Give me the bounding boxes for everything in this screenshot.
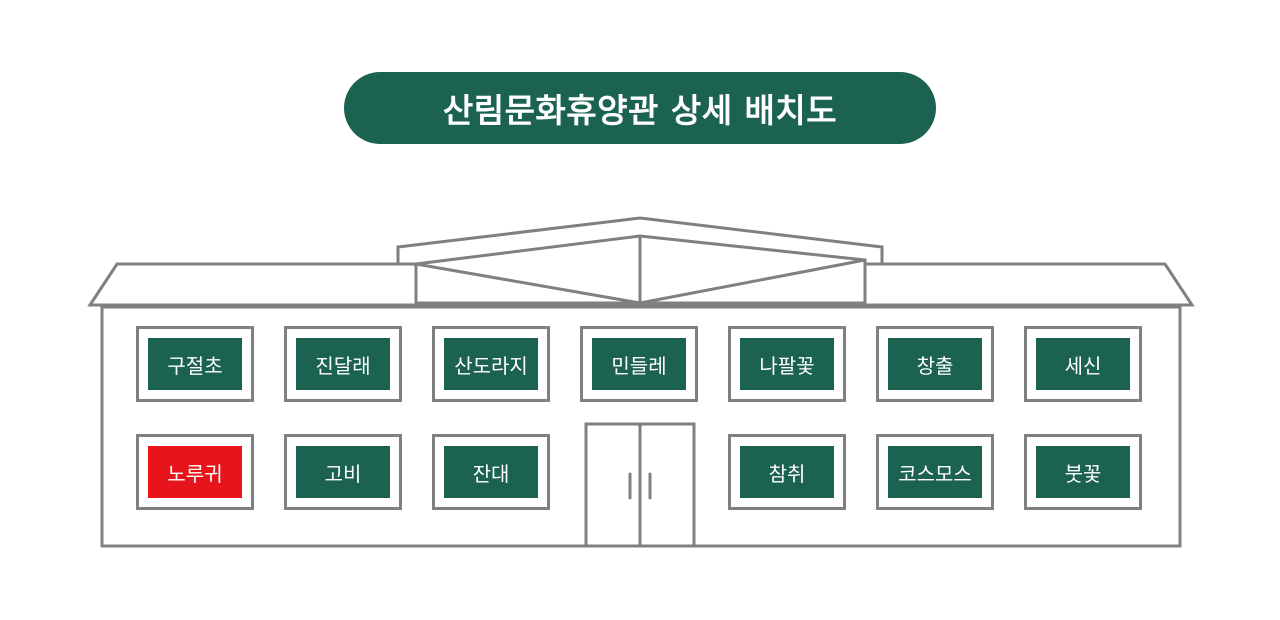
entrance-door [584, 422, 696, 548]
room-label[interactable]: 노루귀 [148, 446, 242, 498]
room-label[interactable]: 붓꽃 [1036, 446, 1130, 498]
room-guj eolcho: 구절초 [136, 326, 254, 402]
room-gobi: 고비 [284, 434, 402, 510]
room-changchul: 창출 [876, 326, 994, 402]
room-napalkkot: 나팔꽃 [728, 326, 846, 402]
room-sesin: 세신 [1024, 326, 1142, 402]
room-label[interactable]: 코스모스 [888, 446, 982, 498]
room-label[interactable]: 구절초 [148, 338, 242, 390]
room-chamchwi: 참취 [728, 434, 846, 510]
page-title: 산림문화휴양관 상세 배치도 [344, 72, 936, 144]
room-label[interactable]: 고비 [296, 446, 390, 498]
room-label[interactable]: 창출 [888, 338, 982, 390]
room-label[interactable]: 진달래 [296, 338, 390, 390]
room-label[interactable]: 나팔꽃 [740, 338, 834, 390]
gable-line-right [639, 258, 866, 305]
room-butkkot: 붓꽃 [1024, 434, 1142, 510]
gable-line-left [415, 262, 641, 305]
room-norugwi: 노루귀 [136, 434, 254, 510]
room-label[interactable]: 산도라지 [444, 338, 538, 390]
room-label[interactable]: 잔대 [444, 446, 538, 498]
room-label[interactable]: 민들레 [592, 338, 686, 390]
room-mindeulle: 민들레 [580, 326, 698, 402]
room-jandae: 잔대 [432, 434, 550, 510]
room-sandoraji: 산도라지 [432, 326, 550, 402]
room-label[interactable]: 세신 [1036, 338, 1130, 390]
room-cosmos: 코스모스 [876, 434, 994, 510]
room-label[interactable]: 참취 [740, 446, 834, 498]
room-jindallae: 진달래 [284, 326, 402, 402]
